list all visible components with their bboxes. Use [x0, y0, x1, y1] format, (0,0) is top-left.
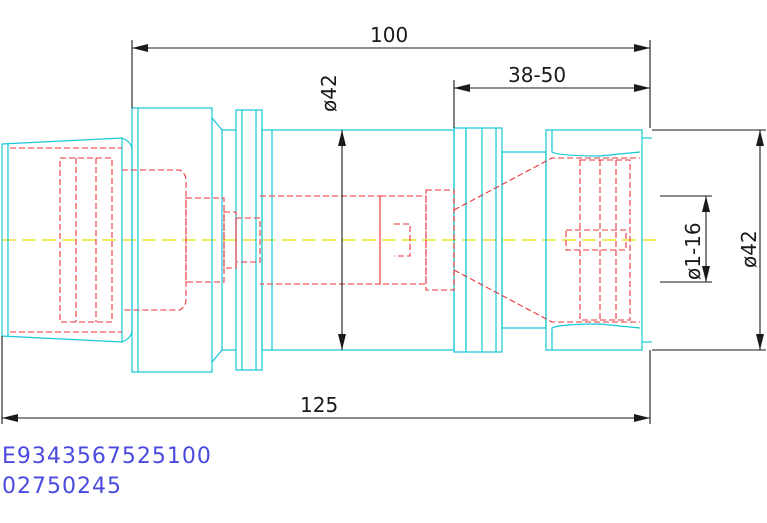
- hidden-lines: [10, 147, 640, 333]
- dimension-shank-diameter: ø42: [317, 74, 341, 112]
- dimension-overall-top: 100: [370, 23, 408, 47]
- part-code-line-2: 02750245: [2, 474, 122, 499]
- part-code-line-1: E9343567525100: [2, 444, 212, 469]
- dimension-lines: [1, 40, 766, 424]
- dimension-partial-top: 38-50: [508, 63, 566, 87]
- dimension-clamp-range: ø1-16: [681, 222, 705, 280]
- dimension-overall-bottom: 125: [300, 393, 338, 417]
- holder-outline: [1, 107, 652, 373]
- dimension-nose-diameter: ø42: [737, 230, 761, 268]
